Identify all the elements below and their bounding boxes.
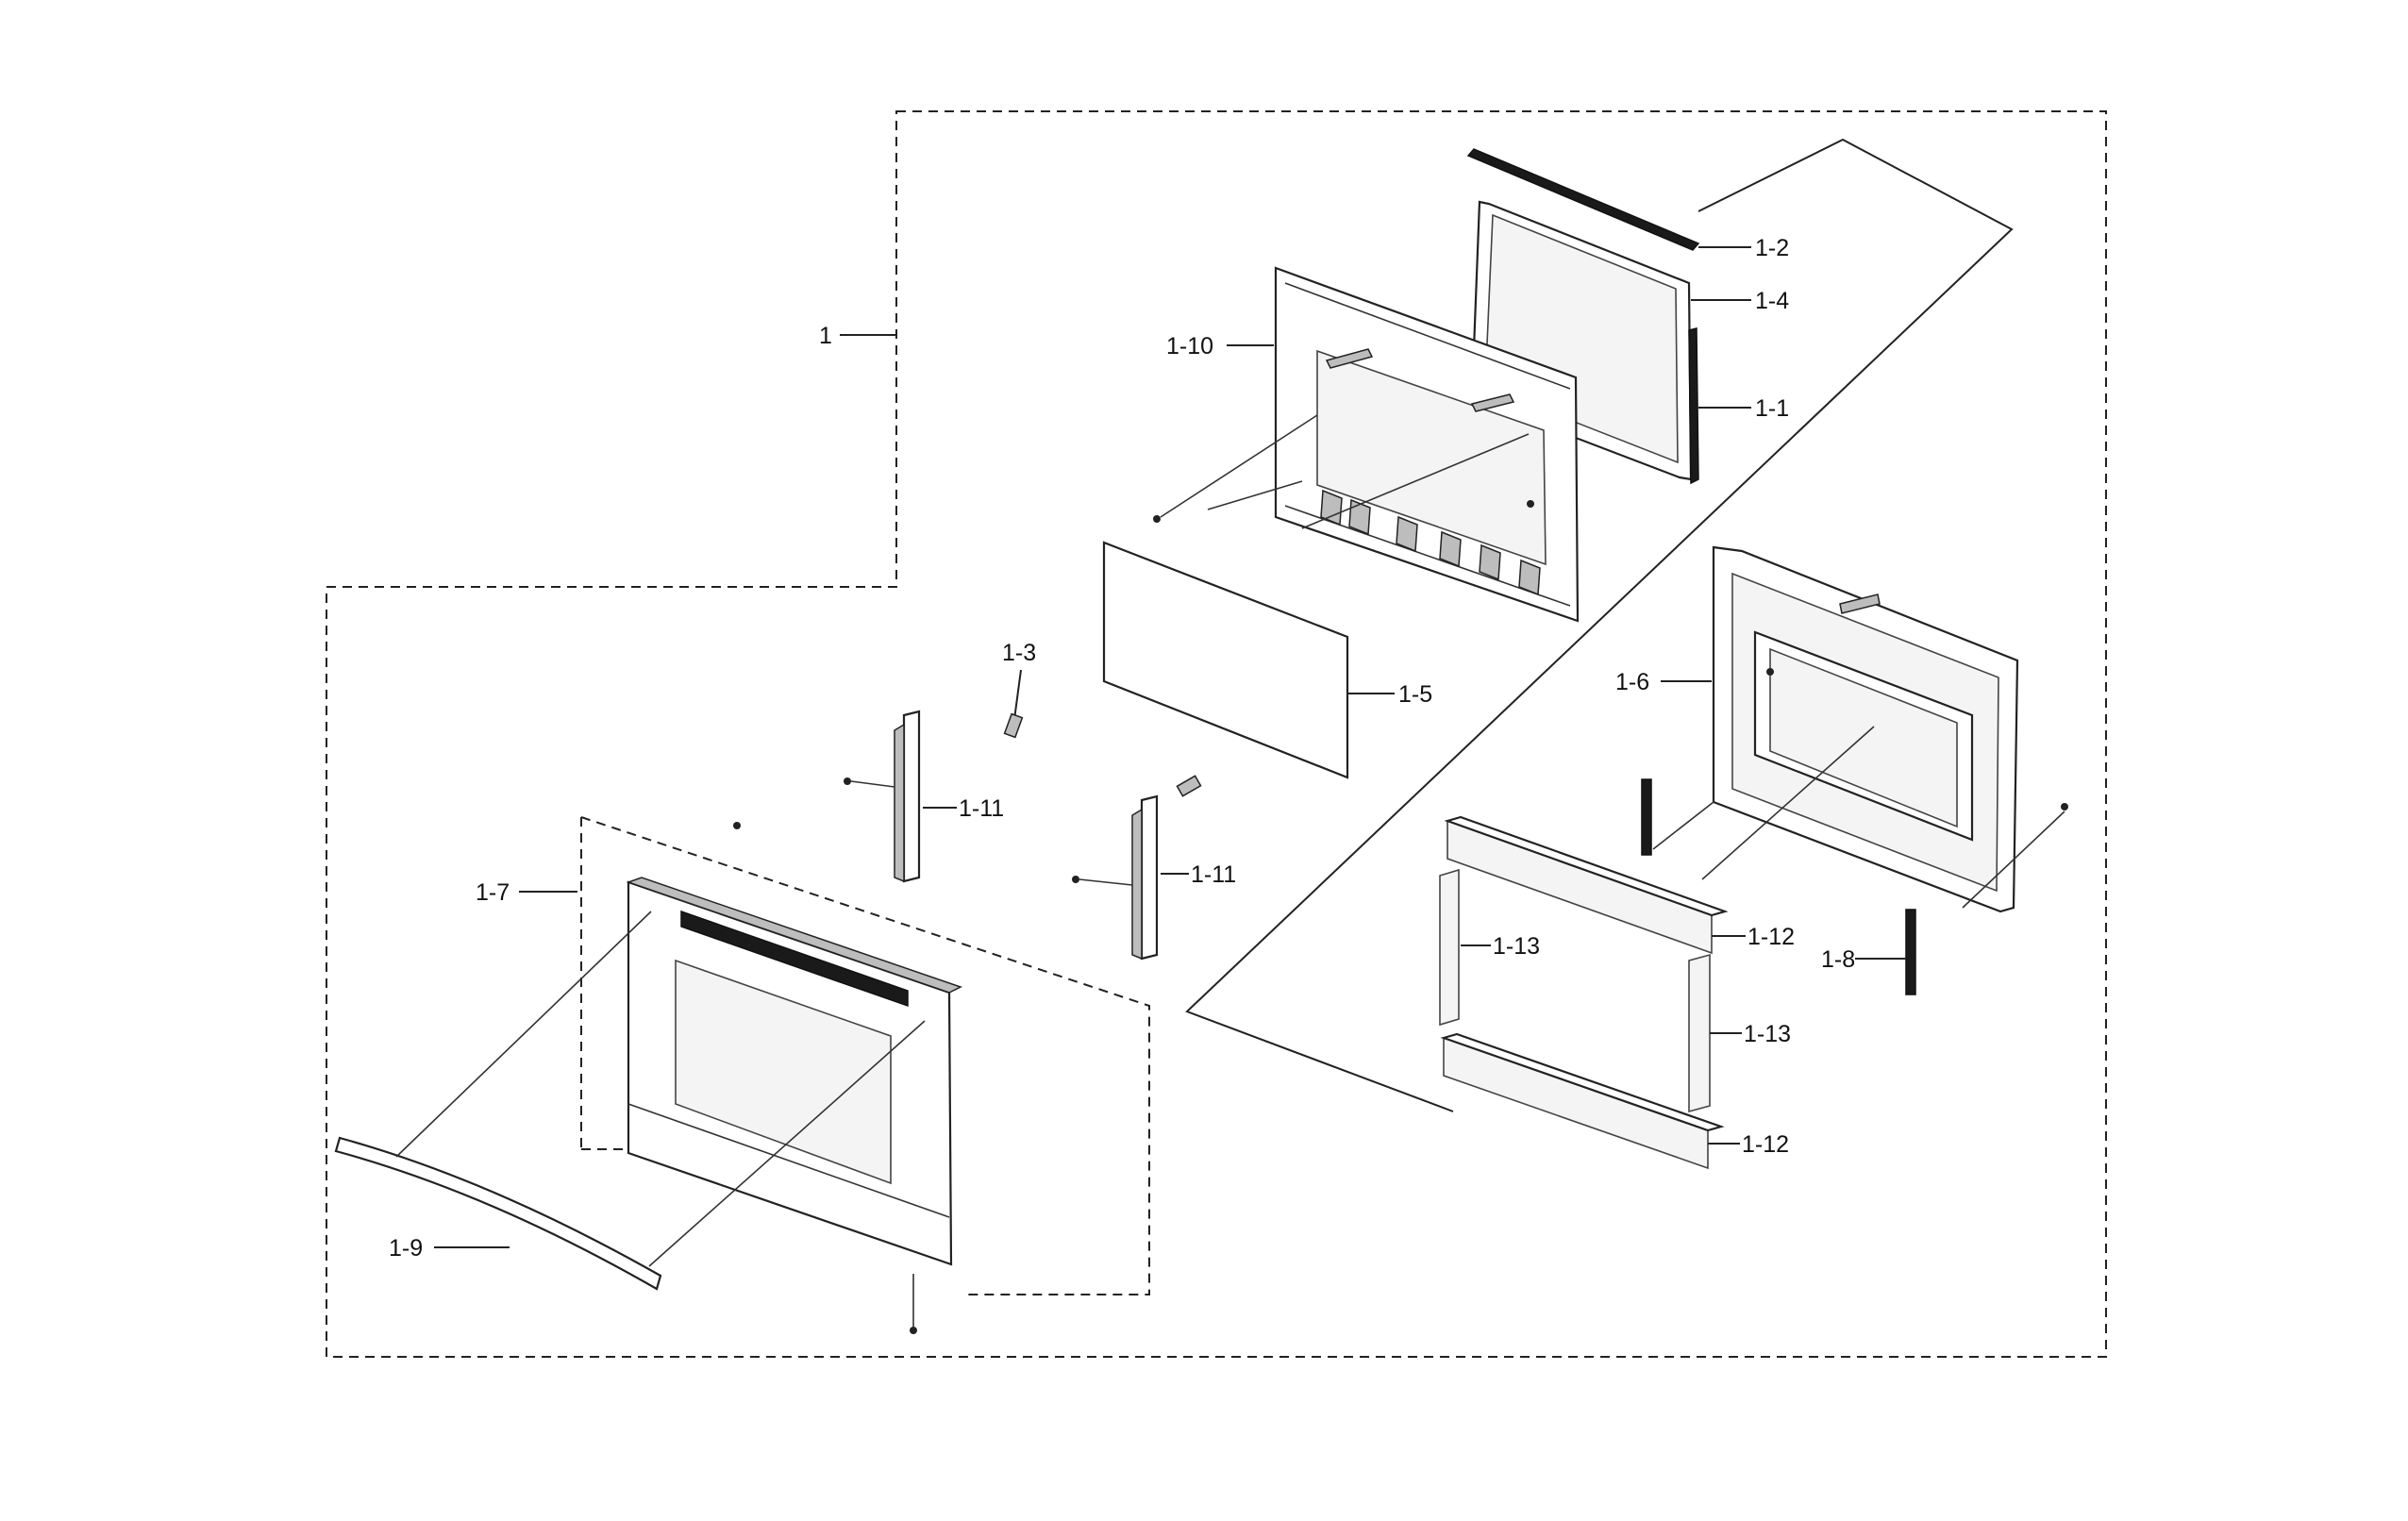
part-insulation-bottom xyxy=(1440,1032,1725,1170)
callout-1-10: 1-10 xyxy=(1166,333,1274,359)
callout-1-1: 1-1 xyxy=(1698,395,1789,422)
part-inner-door-frame xyxy=(1153,266,1580,623)
callout-label: 1-11 xyxy=(959,795,1004,822)
callout-1-5: 1-5 xyxy=(1347,681,1432,708)
part-screws xyxy=(1003,669,1202,797)
callout-1-12-top: 1-12 xyxy=(1712,924,1795,950)
part-hinge-bracket-right xyxy=(1072,794,1159,961)
callout-label: 1-7 xyxy=(476,879,510,906)
callout-label: 1 xyxy=(819,323,832,349)
callout-1-8: 1-8 xyxy=(1821,946,1906,973)
callout-1-6: 1-6 xyxy=(1615,669,1712,695)
part-side-seal-strip xyxy=(1688,327,1699,485)
callout-1-13-left: 1-13 xyxy=(1461,933,1540,960)
callout-label: 1-8 xyxy=(1821,946,1855,973)
callout-1-9: 1-9 xyxy=(389,1235,510,1262)
callout-1: 1 xyxy=(819,323,896,349)
part-outer-door-liner xyxy=(1701,545,2068,913)
callout-1-7: 1-7 xyxy=(476,879,577,906)
callout-1-12-bottom: 1-12 xyxy=(1708,1131,1789,1158)
part-door-handle xyxy=(334,911,926,1291)
assembly-boundary xyxy=(326,110,2107,1358)
callout-label: 1-12 xyxy=(1742,1131,1789,1158)
part-insulation-right xyxy=(1688,953,1711,1113)
callout-1-2: 1-2 xyxy=(1698,235,1789,261)
callout-label: 1-10 xyxy=(1166,333,1213,359)
callout-1-11-left: 1-11 xyxy=(923,795,1004,822)
callout-label: 1-3 xyxy=(1002,640,1036,666)
callout-label: 1-11 xyxy=(1191,861,1236,888)
callout-label: 1-13 xyxy=(1744,1021,1791,1047)
callout-1-13-right: 1-13 xyxy=(1710,1021,1791,1047)
part-hinge-bracket-left xyxy=(844,710,921,883)
callout-1-3: 1-3 xyxy=(1002,640,1036,666)
callout-label: 1-5 xyxy=(1398,681,1432,708)
part-insulation-top xyxy=(1444,815,1729,955)
part-door-hinges xyxy=(1641,778,1916,995)
callout-1-4: 1-4 xyxy=(1691,288,1789,314)
callout-label: 1-4 xyxy=(1755,288,1789,314)
callout-label: 1-1 xyxy=(1755,395,1789,422)
part-outer-door-panel xyxy=(580,816,1150,1334)
part-top-seal-strip xyxy=(1466,148,1700,251)
part-insulation-left xyxy=(1439,868,1460,1027)
callout-label: 1-9 xyxy=(389,1235,423,1262)
callout-label: 1-2 xyxy=(1755,235,1789,261)
part-door-glass-panel xyxy=(1102,541,1349,779)
assembly-plane-outline xyxy=(1185,138,2014,1112)
callout-label: 1-12 xyxy=(1747,924,1795,950)
callout-label: 1-6 xyxy=(1615,669,1649,695)
callout-label: 1-13 xyxy=(1493,933,1540,960)
callout-1-11-right: 1-11 xyxy=(1161,861,1236,888)
